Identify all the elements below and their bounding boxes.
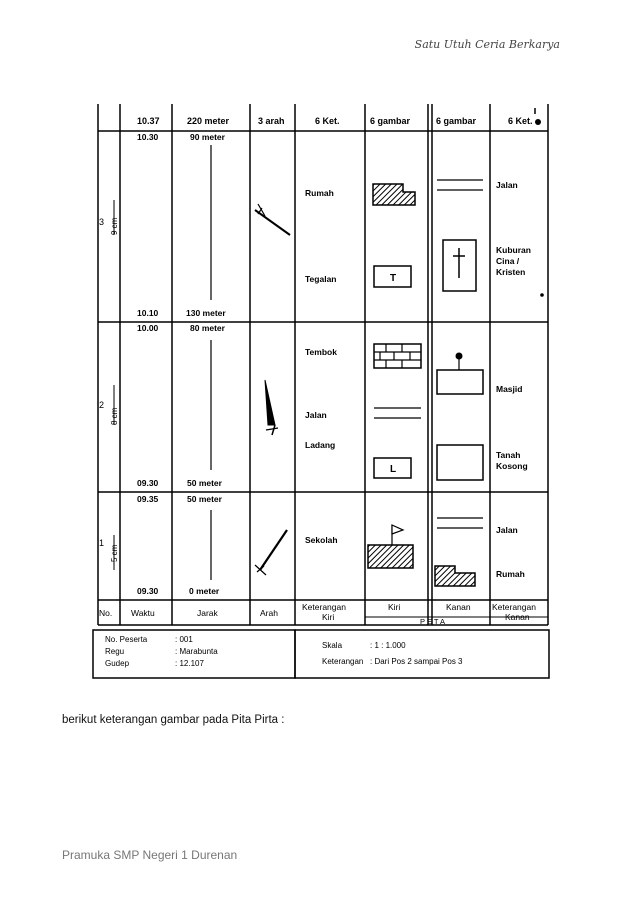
tanah-kosong-symbol [436,444,484,481]
top-ket-kanan: 6 Ket. [508,116,533,126]
top-jarak: 220 meter [187,116,230,126]
segment-1: 1 5 cm 09.35 50 meter 09.30 0 meter Seko… [99,494,525,596]
header-tagline: Satu Utuh Ceria Berkarya [414,38,560,51]
top-row: 10.37 220 meter 3 arah 6 Ket. 6 gambar 6… [137,116,533,126]
segment2-no: 2 [99,400,104,410]
tegalan-letter: T [390,273,396,284]
segment2-label-ladang: Ladang [305,440,335,450]
segment3-length: 9 cm [110,217,119,235]
segment1-length: 5 cm [110,544,119,562]
info-gudep-label: Gudep [105,659,130,668]
segment3-time-bottom: 10.10 [137,308,159,318]
grid-lines [92,104,550,679]
top-kiri: 6 gambar [370,116,411,126]
info-keterangan-label: Keterangan [322,657,363,666]
segment2-label-kosong: Kosong [496,461,528,471]
header-peta: P E T A [420,617,445,626]
header-jarak: Jarak [197,608,219,618]
segment2-dist-bottom: 50 meter [187,478,223,488]
segment1-label-sekolah: Sekolah [305,535,338,545]
segment3-label-tegalan: Tegalan [305,274,337,284]
header-ket-kiri-1: Keterangan [302,602,346,612]
segment-3: 3 9 cm 10.30 90 meter 10.10 130 meter Ru… [99,132,544,318]
info-no-peserta-value: : 001 [175,635,193,644]
segment1-label-jalan: Jalan [496,525,518,535]
segment3-no: 3 [99,217,104,227]
figure-caption: berikut keterangan gambar pada Pita Pirt… [62,714,285,726]
pita-peta-figure: 10.37 220 meter 3 arah 6 Ket. 6 gambar 6… [90,100,552,682]
arrow-2 [264,379,279,436]
top-arah: 3 arah [258,116,285,126]
info-keterangan-value: : Dari Pos 2 sampai Pos 3 [370,657,463,666]
info-no-peserta-label: No. Peserta [105,635,148,644]
tegalan-symbol [373,265,412,288]
segment3-label-kuburan: Kuburan [496,245,531,255]
segment2-time-bottom: 09.30 [137,478,159,488]
page-footer: Pramuka SMP Negeri 1 Durenan [62,848,238,862]
info-gudep-value: : 12.107 [175,659,204,668]
column-headers: No. Waktu Jarak Arah Keterangan Kiri Kir… [99,602,536,626]
north-mark [534,108,541,125]
segment2-dist-top: 80 meter [190,323,226,333]
masjid-symbol [436,352,484,395]
header-ket-kanan-2: Kanan [505,612,530,622]
segment3-label-cina: Cina / [496,256,520,266]
segment3-label-kristen: Kristen [496,267,525,277]
segment2-label-jalan: Jalan [305,410,327,420]
ladang-symbol [373,457,412,479]
segment2-length: 8 cm [110,407,119,425]
header-arah: Arah [260,608,278,618]
rumah-symbol [372,183,416,206]
segment1-dist-top: 50 meter [187,494,223,504]
info-skala-label: Skala [322,641,343,650]
ladang-letter: L [390,464,396,475]
segment2-label-masjid: Masjid [496,384,522,394]
header-ket-kiri-2: Kiri [322,612,334,622]
arrow-3 [254,203,291,236]
top-waktu: 10.37 [137,116,160,126]
sekolah-symbol [367,524,414,569]
header-waktu: Waktu [131,608,155,618]
segment3-dist-top: 90 meter [190,132,226,142]
pita-peta-diagram: 10.37 220 meter 3 arah 6 Ket. 6 gambar 6… [92,104,550,679]
tembok-symbol [373,343,422,369]
segment2-label-tanah: Tanah [496,450,520,460]
info-regu-label: Regu [105,647,124,656]
info-box: No. Peserta : 001 Regu : Marabunta Gudep… [105,635,463,668]
segment1-time-bottom: 09.30 [137,586,159,596]
segment3-label-jalan: Jalan [496,180,518,190]
segment3-label-rumah: Rumah [305,188,334,198]
top-kanan: 6 gambar [436,116,477,126]
segment1-no: 1 [99,538,104,548]
segment-2: 2 8 cm 10.00 80 meter 09.30 50 meter Tem… [99,323,528,488]
header-kiri: Kiri [388,602,400,612]
segment1-label-rumah: Rumah [496,569,525,579]
segment3-dist-bottom: 130 meter [186,308,226,318]
header-no: No. [99,608,112,618]
info-regu-value: : Marabunta [175,647,218,656]
header-ket-kanan-1: Keterangan [492,602,536,612]
segment1-dist-bottom: 0 meter [189,586,220,596]
segment2-time-top: 10.00 [137,323,159,333]
info-skala-value: : 1 : 1.000 [370,641,406,650]
segment1-time-top: 09.35 [137,494,159,504]
top-ket-kiri: 6 Ket. [315,116,340,126]
header-kanan: Kanan [446,602,471,612]
rumah-right-symbol [434,565,476,587]
segment2-label-tembok: Tembok [305,347,337,357]
segment3-time-top: 10.30 [137,132,159,142]
arrow-1 [254,529,288,576]
